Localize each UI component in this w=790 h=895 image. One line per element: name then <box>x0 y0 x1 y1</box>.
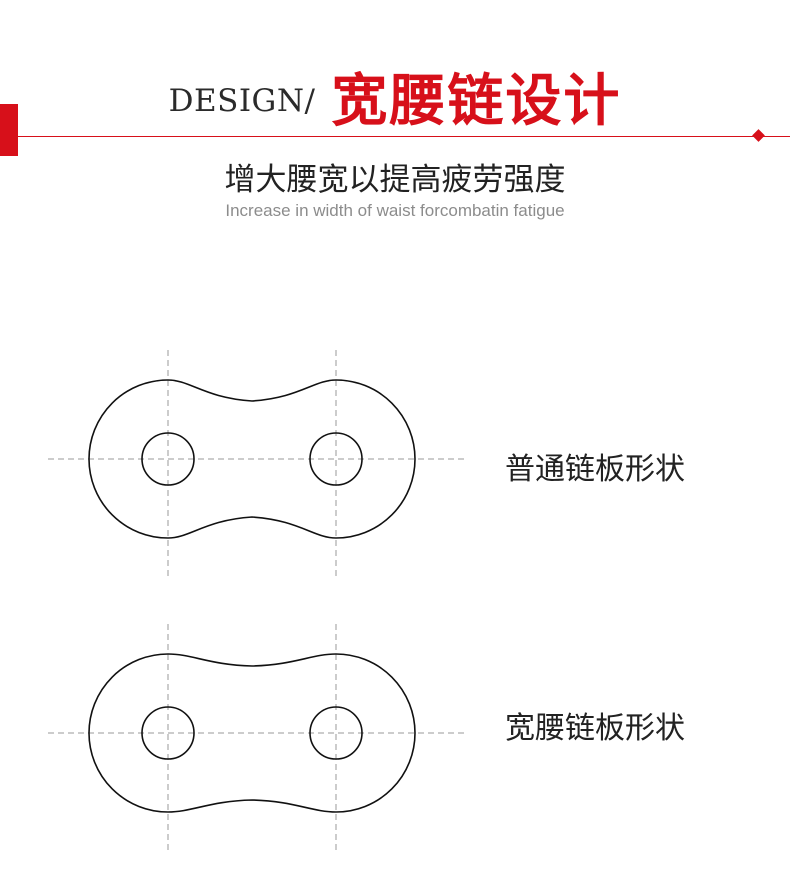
left-pin-hole <box>141 432 195 486</box>
right-pin-hole <box>309 706 363 760</box>
standard-plate-outline <box>88 379 416 539</box>
accent-block <box>0 104 18 156</box>
wide-waist-plate-diagram <box>48 624 468 852</box>
right-pin-hole <box>309 432 363 486</box>
subtitle: 增大腰宽以提高疲劳强度 <box>224 162 566 198</box>
design-word: DESIGN/ <box>168 83 316 119</box>
title-row: DESIGN/ 宽腰链设计 <box>0 58 790 134</box>
standard-plate-label: 普通链板形状 <box>505 452 685 487</box>
accent-divider <box>18 136 790 137</box>
wide-waist-plate-label: 宽腰链板形状 <box>505 711 685 746</box>
left-pin-hole <box>141 706 195 760</box>
wide-waist-plate-outline <box>88 653 416 813</box>
subtitle-english: Increase in width of waist forcombatin f… <box>225 201 565 220</box>
standard-plate-diagram <box>48 350 468 578</box>
page-title: 宽腰链设计 <box>331 67 622 134</box>
header: DESIGN/ 宽腰链设计 增大腰宽以提高疲劳强度 Increase in wi… <box>0 0 790 240</box>
